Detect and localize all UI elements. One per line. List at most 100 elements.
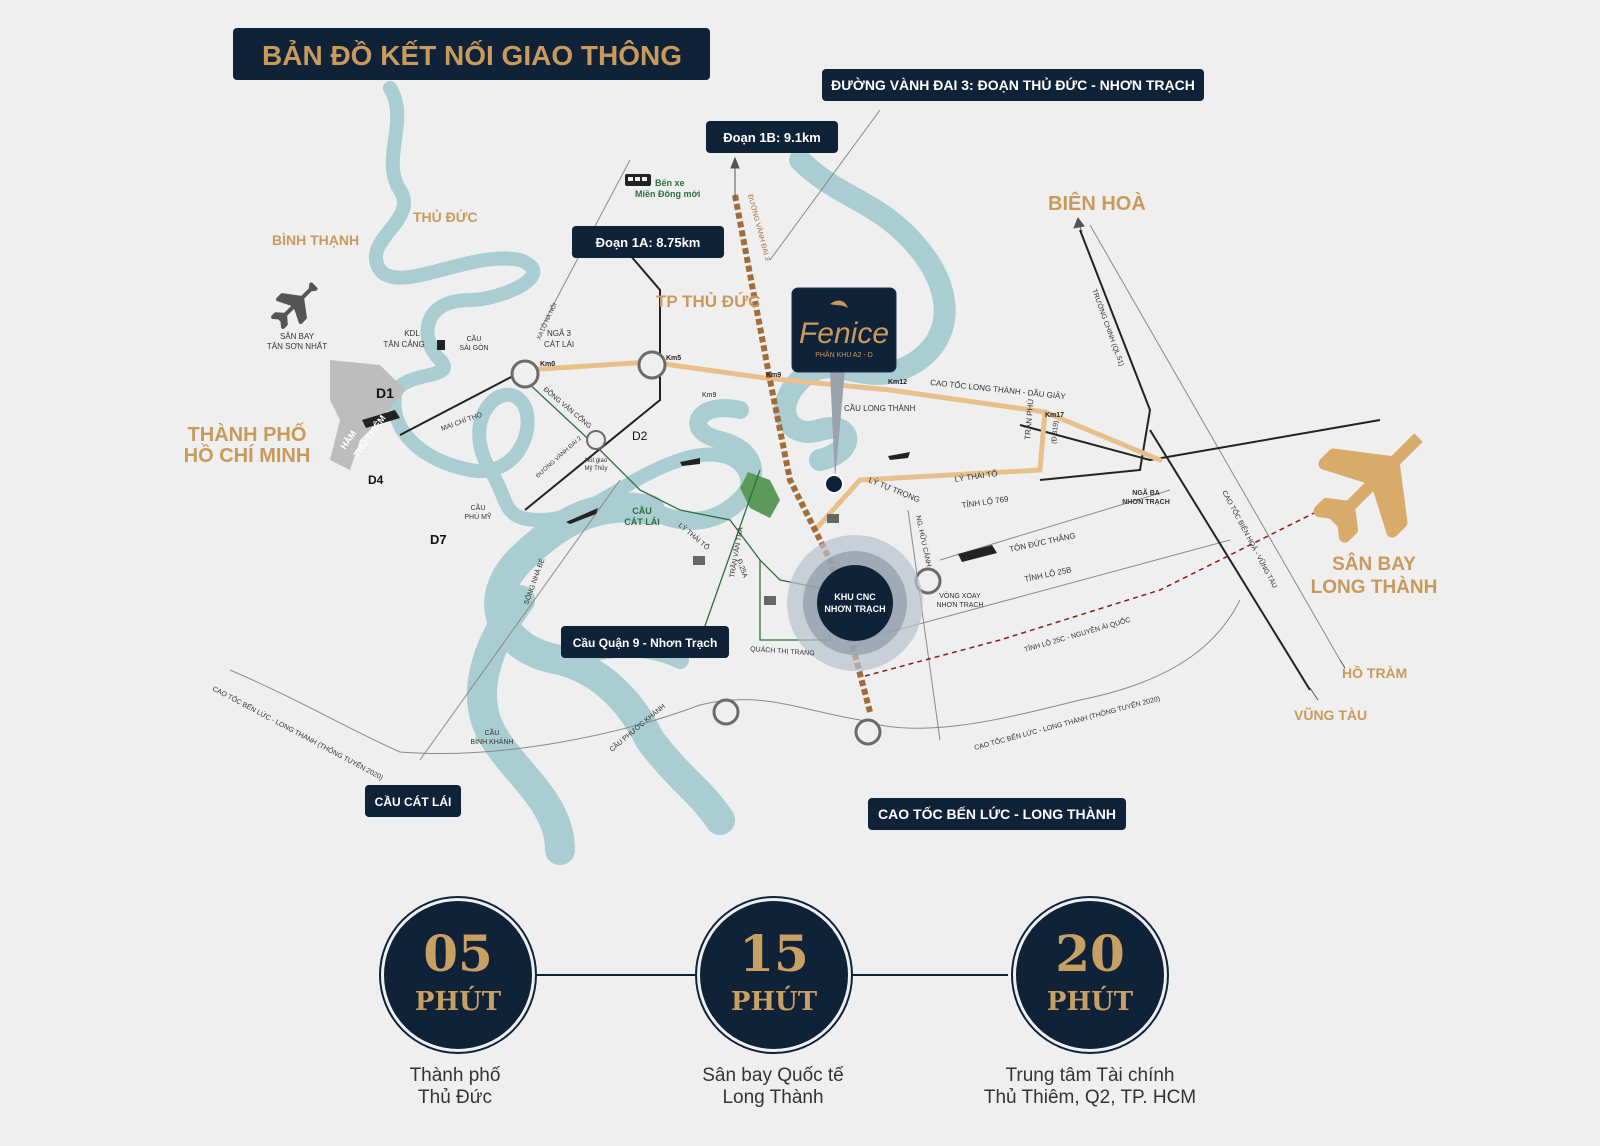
time-circle-thu-duc: 05 PHÚT — [381, 898, 535, 1052]
svg-text:ĐƯỜNG VÀNH ĐAI 3: ĐOẠN THỦ ĐỨC: ĐƯỜNG VÀNH ĐAI 3: ĐOẠN THỦ ĐỨC - NHƠN TR… — [831, 76, 1195, 93]
fenice-subtitle: PHÂN KHU A2 - D — [815, 350, 873, 359]
label-bus-1: Bến xe — [655, 178, 685, 188]
timeline-connector-2 — [848, 974, 1008, 976]
svg-text:CÁT LÁI: CÁT LÁI — [544, 340, 574, 349]
time-circle-airport: 15 PHÚT — [697, 898, 851, 1052]
label-d7: D7 — [430, 532, 447, 547]
callout-ring3: ĐƯỜNG VÀNH ĐAI 3: ĐOẠN THỦ ĐỨC - NHƠN TR… — [822, 69, 1204, 101]
svg-text:Km9: Km9 — [702, 392, 717, 399]
kdl-icon — [437, 340, 445, 350]
label-tsn-2: TÂN SƠN NHẤT — [267, 341, 327, 351]
gold-place-labels: BÌNH THẠNH THỦ ĐỨC TP THỦ ĐỨC BIÊN HOÀ T… — [184, 191, 1438, 723]
label-tsn-1: SÂN BAY — [280, 332, 315, 341]
svg-text:SÀI GÒN: SÀI GÒN — [459, 343, 488, 352]
airport-link-dashed — [864, 499, 1341, 677]
svg-text:CẦU LONG THÀNH: CẦU LONG THÀNH — [844, 403, 916, 413]
callout-seg1a: Đoạn 1A: 8.75km — [572, 226, 724, 258]
gold-roads — [522, 359, 1163, 533]
district-labels: D1 D2 D4 D7 — [368, 385, 648, 547]
fenice-pin[interactable]: Fenice PHÂN KHU A2 - D — [791, 287, 897, 494]
svg-text:NGÃ BA: NGÃ BA — [1132, 488, 1160, 497]
label-hcm-1: THÀNH PHỐ — [188, 422, 307, 446]
label-d2: D2 — [632, 429, 648, 443]
svg-text:CÁT LÁI: CÁT LÁI — [624, 517, 660, 527]
svg-text:NG. HỮU CẢNH: NG. HỮU CẢNH — [914, 515, 934, 568]
svg-text:TÂN CẢNG: TÂN CẢNG — [383, 340, 424, 349]
roundabout-west — [712, 698, 740, 726]
svg-text:PHÚ MỸ: PHÚ MỸ — [464, 512, 492, 521]
svg-text:Km9: Km9 — [766, 372, 781, 379]
callout-ben-luc: CAO TỐC BẾN LỨC - LONG THÀNH — [868, 798, 1126, 830]
svg-text:BÌNH KHÁNH: BÌNH KHÁNH — [470, 737, 513, 746]
km-markers: Km0 Km5 Km9 Km9 Km12 Km17 — [540, 355, 1064, 419]
khu-cnc-label-2: NHƠN TRẠCH — [824, 604, 885, 614]
svg-text:(Đ.319): (Đ.319) — [1051, 420, 1060, 444]
svg-text:CẦU: CẦU — [471, 502, 486, 512]
svg-text:Km5: Km5 — [666, 355, 681, 362]
page-title: BẢN ĐỒ KẾT NỐI GIAO THÔNG — [262, 39, 682, 71]
airplane-long-thanh-icon — [1313, 433, 1423, 543]
label-d1: D1 — [376, 385, 394, 401]
fenice-name: Fenice — [799, 317, 889, 350]
svg-text:CẦU: CẦU — [485, 727, 500, 737]
svg-text:ĐƯỜNG VÀNH ĐAI 3: ĐƯỜNG VÀNH ĐAI 3 — [746, 193, 772, 261]
khu-cnc-label-1: KHU CNC — [834, 592, 876, 602]
svg-text:CAO TỐC BẾN LỨC - LONG THÀNH (: CAO TỐC BẾN LỨC - LONG THÀNH (THÔNG TUYẾ… — [973, 693, 1161, 752]
callout-bridge-q9: Cầu Quận 9 - Nhơn Trạch — [561, 626, 729, 658]
svg-text:TỈNH LỘ 25C - NGUYỄN ÁI QUỐC: TỈNH LỘ 25C - NGUYỄN ÁI QUỐC — [1023, 614, 1132, 654]
khu-cnc-target: KHU CNC NHƠN TRẠCH — [787, 535, 923, 671]
fenice-location-dot — [824, 474, 844, 494]
ship-icon — [566, 452, 910, 524]
svg-text:CẦU: CẦU — [632, 506, 652, 516]
timeline-connector-1 — [528, 974, 698, 976]
map-canvas: KHU CNC NHƠN TRẠCH Fenice PHÂN KHU A2 - … — [184, 28, 1438, 865]
roundabout-my-thuy — [586, 430, 606, 450]
svg-text:CẦU CÁT LÁI: CẦU CÁT LÁI — [375, 794, 452, 809]
svg-text:Km0: Km0 — [540, 361, 555, 368]
label-hcm-2: HỒ CHÍ MINH — [184, 443, 311, 467]
bus-icon — [625, 174, 651, 186]
direction-arrows — [730, 156, 1346, 701]
svg-text:TỈNH LỘ 769: TỈNH LỘ 769 — [961, 494, 1009, 510]
svg-text:NGÃ 3: NGÃ 3 — [547, 329, 572, 338]
callout-cat-lai: CẦU CÁT LÁI — [365, 785, 461, 817]
svg-text:Mỹ Thủy: Mỹ Thủy — [585, 465, 608, 472]
label-bus-2: Miền Đông mới — [635, 189, 700, 199]
label-binh-thanh: BÌNH THẠNH — [272, 232, 359, 248]
svg-text:ĐƯỜNG VÀNH ĐAI 2: ĐƯỜNG VÀNH ĐAI 2 — [535, 435, 584, 480]
fenice-logo-box — [791, 287, 897, 373]
callout-seg1b: Đoạn 1B: 9.1km — [706, 121, 838, 153]
label-bien-hoa: BIÊN HOÀ — [1048, 191, 1146, 215]
svg-text:NHƠN TRẠCH: NHƠN TRẠCH — [936, 602, 983, 609]
svg-text:ĐỒNG VĂN CỐNG: ĐỒNG VĂN CỐNG — [542, 384, 595, 430]
svg-text:TRẦN PHÚ: TRẦN PHÚ — [1022, 398, 1036, 440]
time-circle-thu-thiem: 20 PHÚT — [1013, 898, 1167, 1052]
label-airport-lt-2: LONG THÀNH — [1311, 576, 1438, 598]
svg-text:LÝ THÁI TỔ: LÝ THÁI TỔ — [954, 469, 998, 484]
airplane-tsn-icon — [271, 282, 318, 329]
district-1-area — [330, 360, 405, 470]
svg-text:Nút giao: Nút giao — [585, 458, 608, 464]
svg-text:NHƠN TRẠCH: NHƠN TRẠCH — [1122, 499, 1170, 506]
minor-roads — [229, 109, 1341, 761]
roundabout-east — [854, 718, 882, 746]
label-ho-tram: HỒ TRÀM — [1342, 664, 1407, 681]
major-dark-roads — [399, 229, 1381, 691]
label-tp-thu-duc: TP THỦ ĐỨC — [656, 292, 760, 311]
svg-text:TÔN ĐỨC THẮNG: TÔN ĐỨC THẮNG — [1009, 531, 1077, 554]
svg-text:Đoạn 1A: 8.75km: Đoạn 1A: 8.75km — [596, 235, 701, 250]
label-vung-tau: VŨNG TÀU — [1294, 706, 1367, 723]
school-icon — [693, 514, 839, 605]
label-d4: D4 — [368, 473, 384, 487]
svg-text:VÒNG XOAY: VÒNG XOAY — [939, 591, 981, 600]
svg-text:KDL: KDL — [404, 329, 420, 338]
label-thu-duc: THỦ ĐỨC — [413, 208, 478, 225]
svg-text:TỈNH LỘ 25B: TỈNH LỘ 25B — [1024, 565, 1073, 584]
svg-text:Đoạn 1B: 9.1km: Đoạn 1B: 9.1km — [723, 130, 821, 145]
roundabout-km5 — [637, 350, 667, 380]
svg-text:Km17: Km17 — [1045, 412, 1064, 419]
svg-text:CAO TỐC BẾN LỨC - LONG THÀNH: CAO TỐC BẾN LỨC - LONG THÀNH — [878, 805, 1116, 822]
